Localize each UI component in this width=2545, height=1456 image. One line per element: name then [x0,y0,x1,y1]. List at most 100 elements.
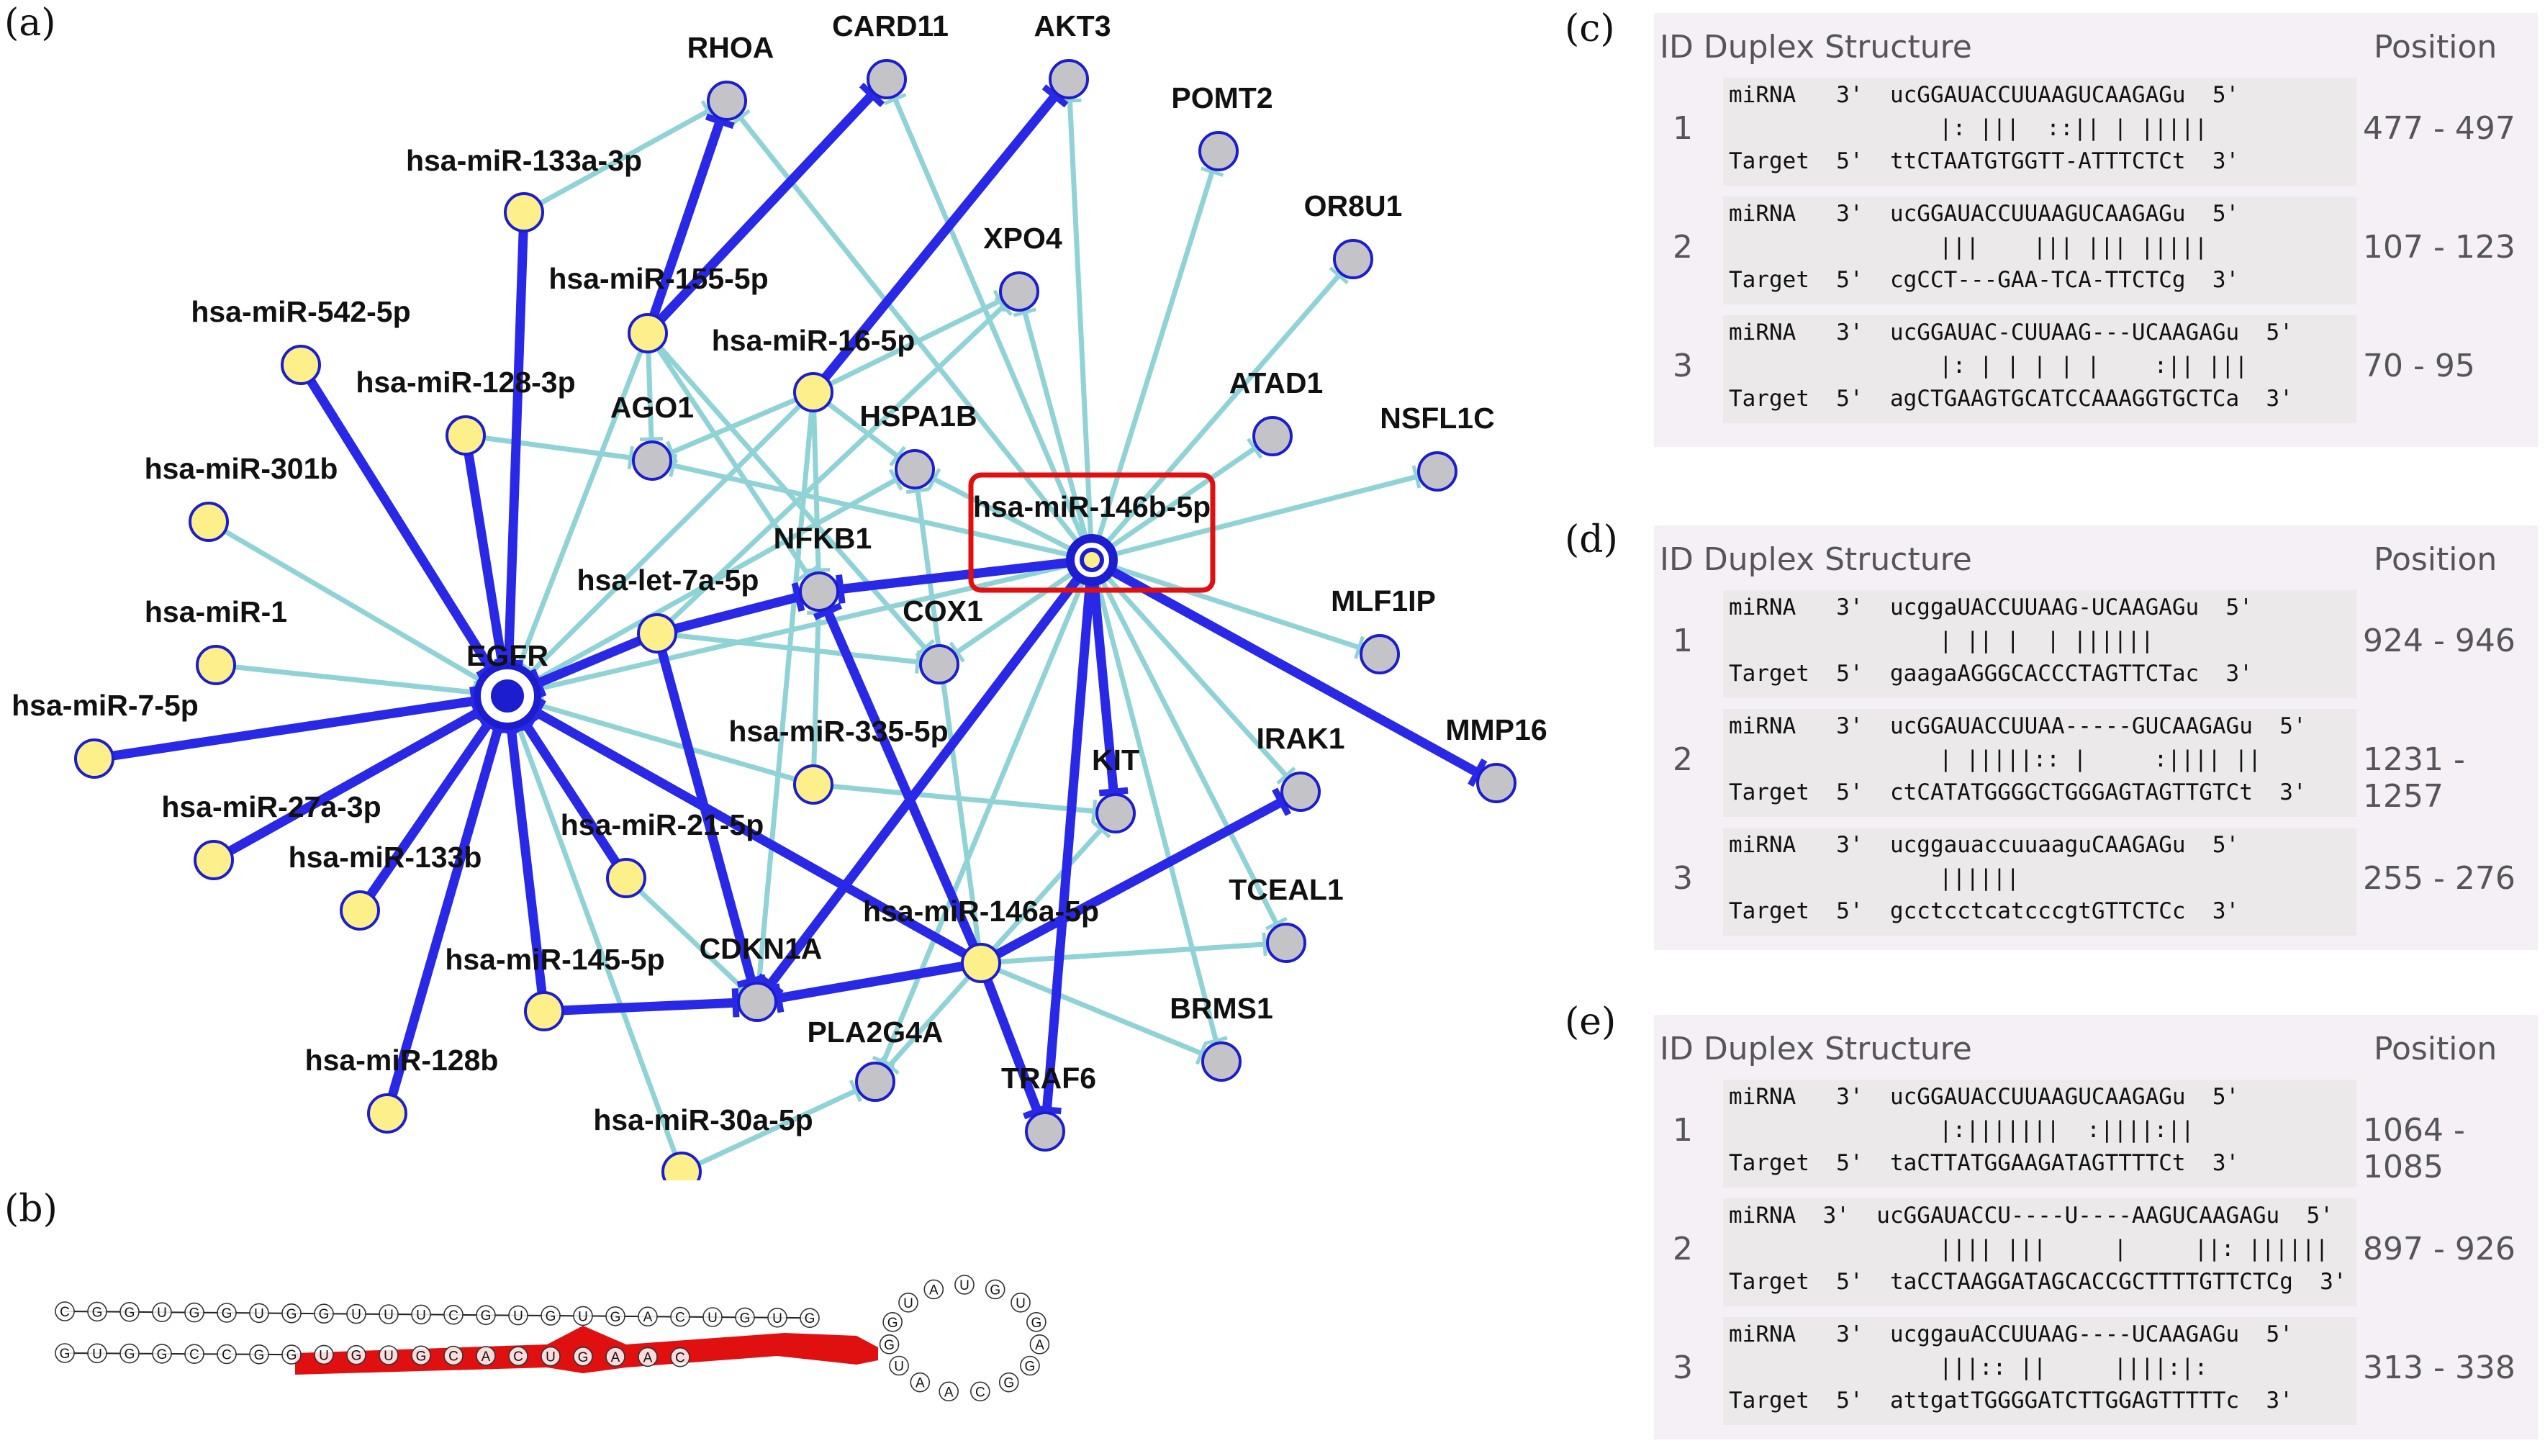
top-strand-base-letter: G [92,1305,103,1320]
duplex-pairing-line: |||| ||| | ||: |||||| [1939,1236,2329,1262]
bottom-strand-base-letter: A [611,1350,620,1365]
duplex-position: 107 - 123 [2363,229,2515,266]
duplex-header-position: Position [2374,1031,2497,1067]
bottom-strand-base-letter: C [222,1348,232,1363]
node-TRAF6 [1025,1111,1065,1152]
edge-mir30a-PLA2G4A [679,1088,859,1175]
node-label-mir145: hsa-miR-145-5p [445,943,664,976]
top-strand-base-letter: G [125,1306,135,1321]
node-label-MMP16: MMP16 [1445,713,1547,746]
top-strand-nucleotide [443,1305,464,1325]
edge-head-EGFR-HSPA1B [888,469,903,491]
top-strand-base-letter: G [546,1309,556,1324]
node-BRMS1 [1201,1041,1242,1082]
duplex-row-id: 1 [1673,623,1693,659]
node-label-mir133b: hsa-miR-133b [289,841,482,874]
node-POMT2 [1198,131,1239,171]
edge-mir146b-HSPA1B [931,476,1095,563]
node-label-BRMS1: BRMS1 [1170,992,1273,1025]
node-core-mir146b [1080,548,1104,572]
highlight-box [968,472,1216,593]
top-strand-nucleotide [702,1307,723,1327]
top-strand-nucleotide [314,1303,334,1324]
edge-mir542-EGFR [296,360,495,673]
duplex-pairing-line: |: | | | | | :|| ||| [1939,353,2248,379]
edge-mir128b-EGFR [382,723,503,1118]
bottom-strand-base-letter: C [189,1347,199,1362]
bottom-strand-nucleotide [346,1344,366,1365]
duplex-alignment: miRNA 3' ucGGAUACCUUAAGUCAAGAGu 5'|: |||… [1723,78,2356,186]
bottom-strand-nucleotide [476,1346,496,1366]
node-mir335 [793,764,833,805]
node-let7a [637,613,677,654]
node-label-TCEAL1: TCEAL1 [1229,873,1343,906]
edge-head-mir146a-CDKN1A [772,983,785,1013]
duplex-position: 897 - 926 [2363,1231,2515,1267]
node-OR8U1 [1333,239,1373,279]
duplex-alignment: miRNA 3' ucGGAUAC-CUUAAG---UCAAGAGu 5'|:… [1723,315,2356,423]
edge-mir21-EGFR [520,719,631,883]
bottom-strand-nucleotide [379,1345,399,1365]
bottom-strand-base-letter: U [319,1348,329,1363]
top-strand-nucleotide [476,1305,496,1325]
top-strand-base-letter: U [384,1308,394,1323]
edge-mir145-EGFR [506,724,549,1016]
duplex-row-id: 3 [1673,860,1693,897]
duplex-header-position: Position [2374,29,2497,65]
duplex-alignment: miRNA 3' ucGGAUACCUUAAGUCAAGAGu 5'|:||||… [1723,1080,2356,1188]
bottom-strand-nucleotide [508,1346,528,1366]
top-strand-base-letter: G [740,1311,751,1326]
edge-head-mir146b-IRAK1 [1276,767,1296,785]
edge-head-mir155-AGO1 [639,436,664,442]
node-label-mir30a: hsa-miR-30a-5p [593,1103,813,1136]
duplex-row-id: 2 [1673,1231,1693,1267]
edge-mir146a-EGFR [531,707,986,968]
duplex-position: 1231 - 1257 [2363,741,2465,815]
edge-head-mir16-AGO1 [666,440,679,464]
top-strand-base-letter: U [416,1308,426,1323]
loop-nucleotide [879,1334,900,1355]
bottom-strand-nucleotide [87,1343,107,1364]
bottom-strand-base-letter: G [254,1348,265,1363]
bottom-strand-base-letter: C [448,1349,458,1365]
bottom-strand-base-letter: G [125,1347,135,1362]
node-label-mir155: hsa-miR-155-5p [548,262,768,295]
edge-mir301b-EGFR [206,519,482,682]
edge-mir146b-NSFL1C [1089,474,1419,563]
bottom-strand-nucleotide [443,1345,464,1366]
edge-head-mir146b-NSFL1C [1411,465,1421,489]
node-label-AGO1: AGO1 [610,391,694,424]
duplex-target-line: Target 5' ttCTAATGTGGTT-ATTTCTCt 3' [1729,148,2240,174]
node-label-NSFL1C: NSFL1C [1380,402,1494,435]
loop-nucleotide [939,1381,959,1402]
node-PLA2G4A [855,1062,895,1102]
loop-base-letter: C [975,1385,985,1400]
node-TCEAL1 [1266,923,1306,963]
edge-mir146b-CARD11 [892,96,1095,563]
loop-nucleotide [923,1279,944,1300]
bottom-strand-base-letter: G [578,1350,589,1365]
edge-head-mir335-KIT [1091,799,1098,823]
node-label-mir27a: hsa-miR-27a-3p [161,790,381,823]
edge-mir146a-TRAF6 [976,958,1042,1116]
bottom-strand-base-letter: C [513,1349,523,1365]
node-XPO4 [999,271,1039,312]
duplex-position: 924 - 946 [2363,623,2515,659]
duplex-target-line: Target 5' cgCCT---GAA-TCA-TTCTCg 3' [1729,267,2240,293]
edge-mir146b-NFKB1 [836,555,1097,594]
node-label-ATAD1: ATAD1 [1229,366,1324,399]
top-strand-nucleotide [55,1301,75,1321]
node-label-NFKB1: NFKB1 [774,522,872,555]
edge-EGFR-HSPA1B [505,477,899,699]
node-mir1 [196,645,236,685]
edge-head-mir146b-BRMS1 [1204,1036,1228,1046]
node-mir7 [74,738,114,779]
duplex-alignment: miRNA 3' ucGGAUACCU----U----AAGUCAAGAGu … [1723,1198,2356,1306]
node-NFKB1 [799,571,839,612]
node-label-AKT3: AKT3 [1034,9,1111,42]
node-NSFL1C [1417,451,1457,492]
edge-mir146b-MLF1IP [1089,557,1362,651]
edge-mir16-AGO1 [669,389,816,455]
node-label-TRAF6: TRAF6 [1001,1062,1096,1095]
node-label-POMT2: POMT2 [1171,81,1272,114]
